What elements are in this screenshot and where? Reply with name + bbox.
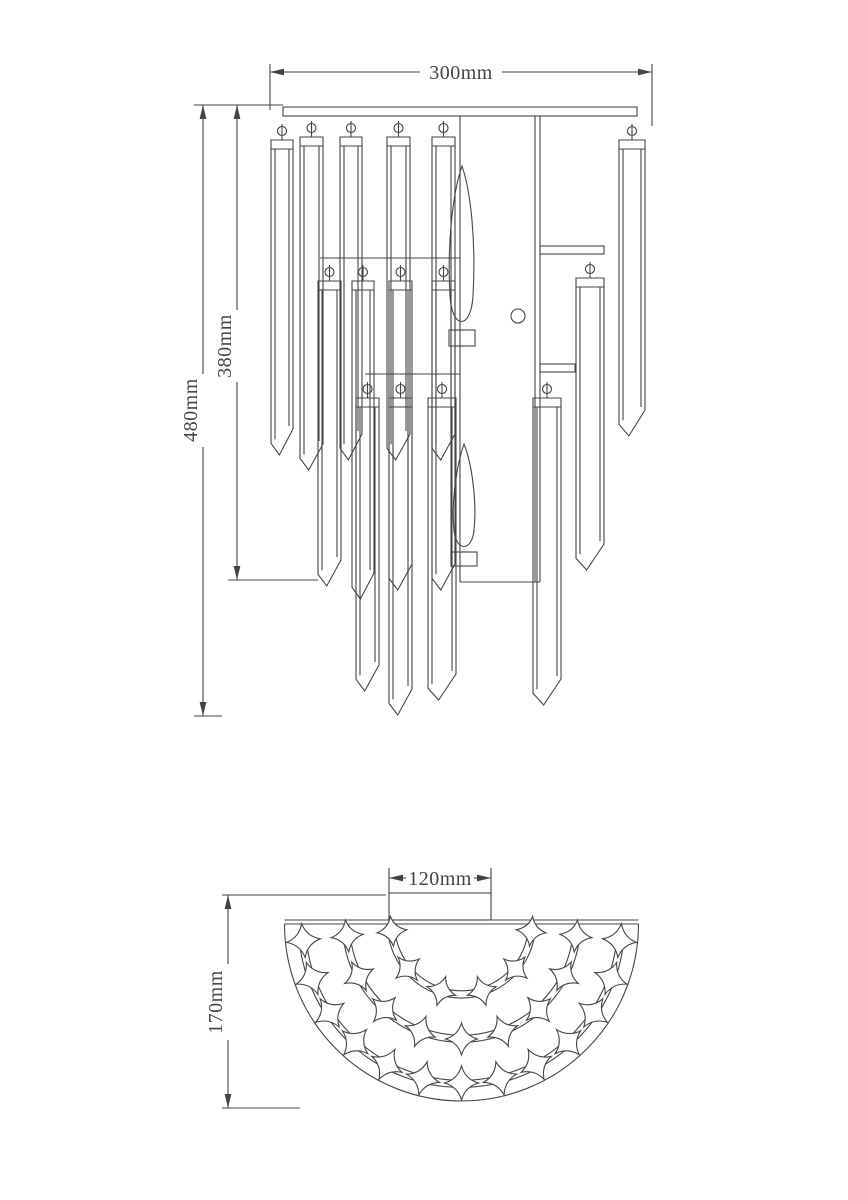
dimension-top-width: 300mm — [269, 62, 653, 126]
bottom-view — [285, 892, 639, 1101]
crystal-tier-3 — [355, 382, 562, 717]
backplate — [459, 116, 541, 583]
dimension-label-170mm: 170mm — [205, 970, 227, 1034]
crystal-stars — [285, 915, 639, 1100]
front-view — [270, 106, 646, 717]
crystal-tier-1 — [270, 121, 646, 472]
dimension-canopy-width: 120mm — [388, 868, 492, 895]
dimension-outer-height: 480mm — [180, 104, 283, 717]
dimension-label-380mm: 380mm — [214, 314, 236, 378]
dimension-label-300mm: 300mm — [429, 62, 493, 84]
dimension-inner-height: 380mm — [214, 105, 318, 581]
screw-hole — [510, 308, 526, 324]
dimension-bottom-height: 170mm — [205, 894, 386, 1109]
mounting-rail — [282, 106, 638, 117]
dimension-label-120mm: 120mm — [408, 868, 472, 890]
canopy — [388, 892, 492, 921]
crystal-arcs — [298, 927, 625, 1088]
dimension-label-480mm: 480mm — [180, 378, 202, 442]
candle-upper — [448, 164, 476, 347]
